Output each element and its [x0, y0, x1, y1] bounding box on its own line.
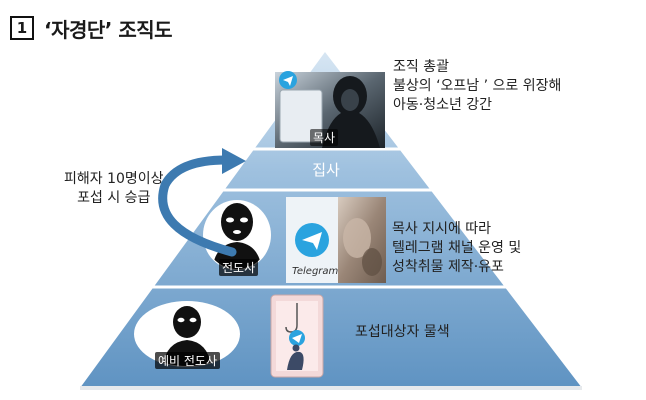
- annotation-promotion: 피해자 10명이상 포섭 시 승급: [64, 170, 164, 208]
- annotation-line: 포섭 시 승급: [77, 190, 151, 206]
- level-separators: [139, 147, 512, 289]
- annotation-line: 아동·청소년 강간: [393, 97, 493, 113]
- annotation-line: 성착취물 제작·유포: [392, 259, 504, 275]
- telegram-panel: [286, 197, 338, 283]
- pyramid-base-shadow: [80, 386, 582, 390]
- annotation-bottom: 포섭대상자 물색: [355, 323, 450, 342]
- level-label-bottom: 예비 전도사: [155, 352, 221, 369]
- phone-hook-illustration: [270, 294, 324, 378]
- annotation-top: 조직 총괄 불상의 ‘오프남 ’ 으로 위장해 아동·청소년 강간: [393, 58, 561, 115]
- annotation-third: 목사 지시에 따라 텔레그램 채널 운영 및 성착취물 제작·유포: [392, 220, 521, 277]
- annotation-line: 포섭대상자 물색: [355, 324, 450, 340]
- level-label-second: 집사: [312, 161, 340, 179]
- telegram-caption: Telegram: [292, 266, 339, 277]
- curved-arrow-icon: [158, 148, 246, 257]
- section-heading: 1 ‘자경단’ 조직도: [10, 10, 173, 46]
- annotation-line: 불상의 ‘오프남 ’ 으로 위장해: [393, 78, 562, 94]
- annotation-line: 텔레그램 채널 운영 및: [392, 240, 522, 256]
- annotation-line: 목사 지시에 따라: [392, 221, 492, 237]
- level-label-top: 목사: [310, 129, 339, 146]
- level-label-third: 전도사: [219, 259, 259, 276]
- section-title: ‘자경단’ 조직도: [44, 17, 173, 42]
- annotation-line: 피해자 10명이상: [64, 171, 164, 187]
- hand-photo: [338, 197, 386, 283]
- telegram-icon: [279, 71, 297, 89]
- section-number: 1: [10, 16, 34, 40]
- annotation-line: 조직 총괄: [393, 59, 449, 75]
